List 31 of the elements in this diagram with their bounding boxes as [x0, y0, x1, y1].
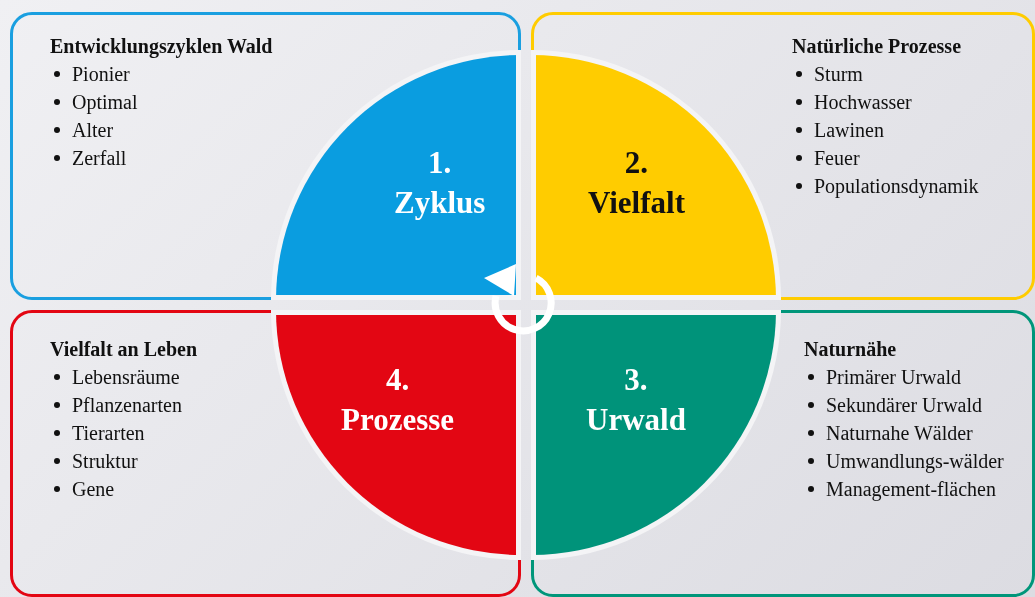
list-item: Management-flächen: [826, 477, 996, 503]
text-card: [531, 310, 1035, 597]
list-item: Sekundärer Urwald: [826, 393, 983, 418]
list-item: Sturm: [814, 62, 863, 87]
segment-label: 4. Prozesse: [341, 361, 455, 439]
segment-label: 1. Zyklus: [394, 144, 486, 222]
list-item: Naturnahe Wälder: [826, 421, 973, 446]
card-heading: Natürliche Prozesse: [792, 34, 963, 59]
text-card: [531, 12, 1035, 300]
card-heading: Naturnähe: [804, 337, 898, 362]
list-item: Tierarten: [72, 421, 145, 446]
segment-label: 3. Urwald: [586, 361, 686, 439]
list-item: Feuer: [814, 146, 860, 171]
list-item: Umwandlungs-wälder: [826, 449, 1004, 475]
text-card: [10, 310, 521, 597]
segment-label: 2. Vielfalt: [588, 144, 685, 222]
list-item: Pionier: [72, 62, 130, 87]
card-heading: Entwicklungszyklen Wald: [50, 34, 274, 60]
list-item: Populationsdynamik: [814, 174, 979, 200]
list-item: Gene: [72, 477, 115, 502]
list-item: Struktur: [72, 449, 138, 474]
text-card: [10, 12, 521, 300]
list-item: Pflanzenarten: [72, 393, 182, 418]
card-heading: Vielfalt an Leben: [50, 337, 199, 362]
list-item: Primärer Urwald: [826, 365, 961, 390]
list-item: Alter: [72, 118, 114, 143]
list-item: Hochwasser: [814, 90, 912, 115]
list-item: Zerfall: [72, 146, 127, 171]
list-item: Lebensräume: [72, 365, 180, 390]
list-item: Lawinen: [814, 118, 884, 143]
list-item: Optimal: [72, 90, 138, 116]
